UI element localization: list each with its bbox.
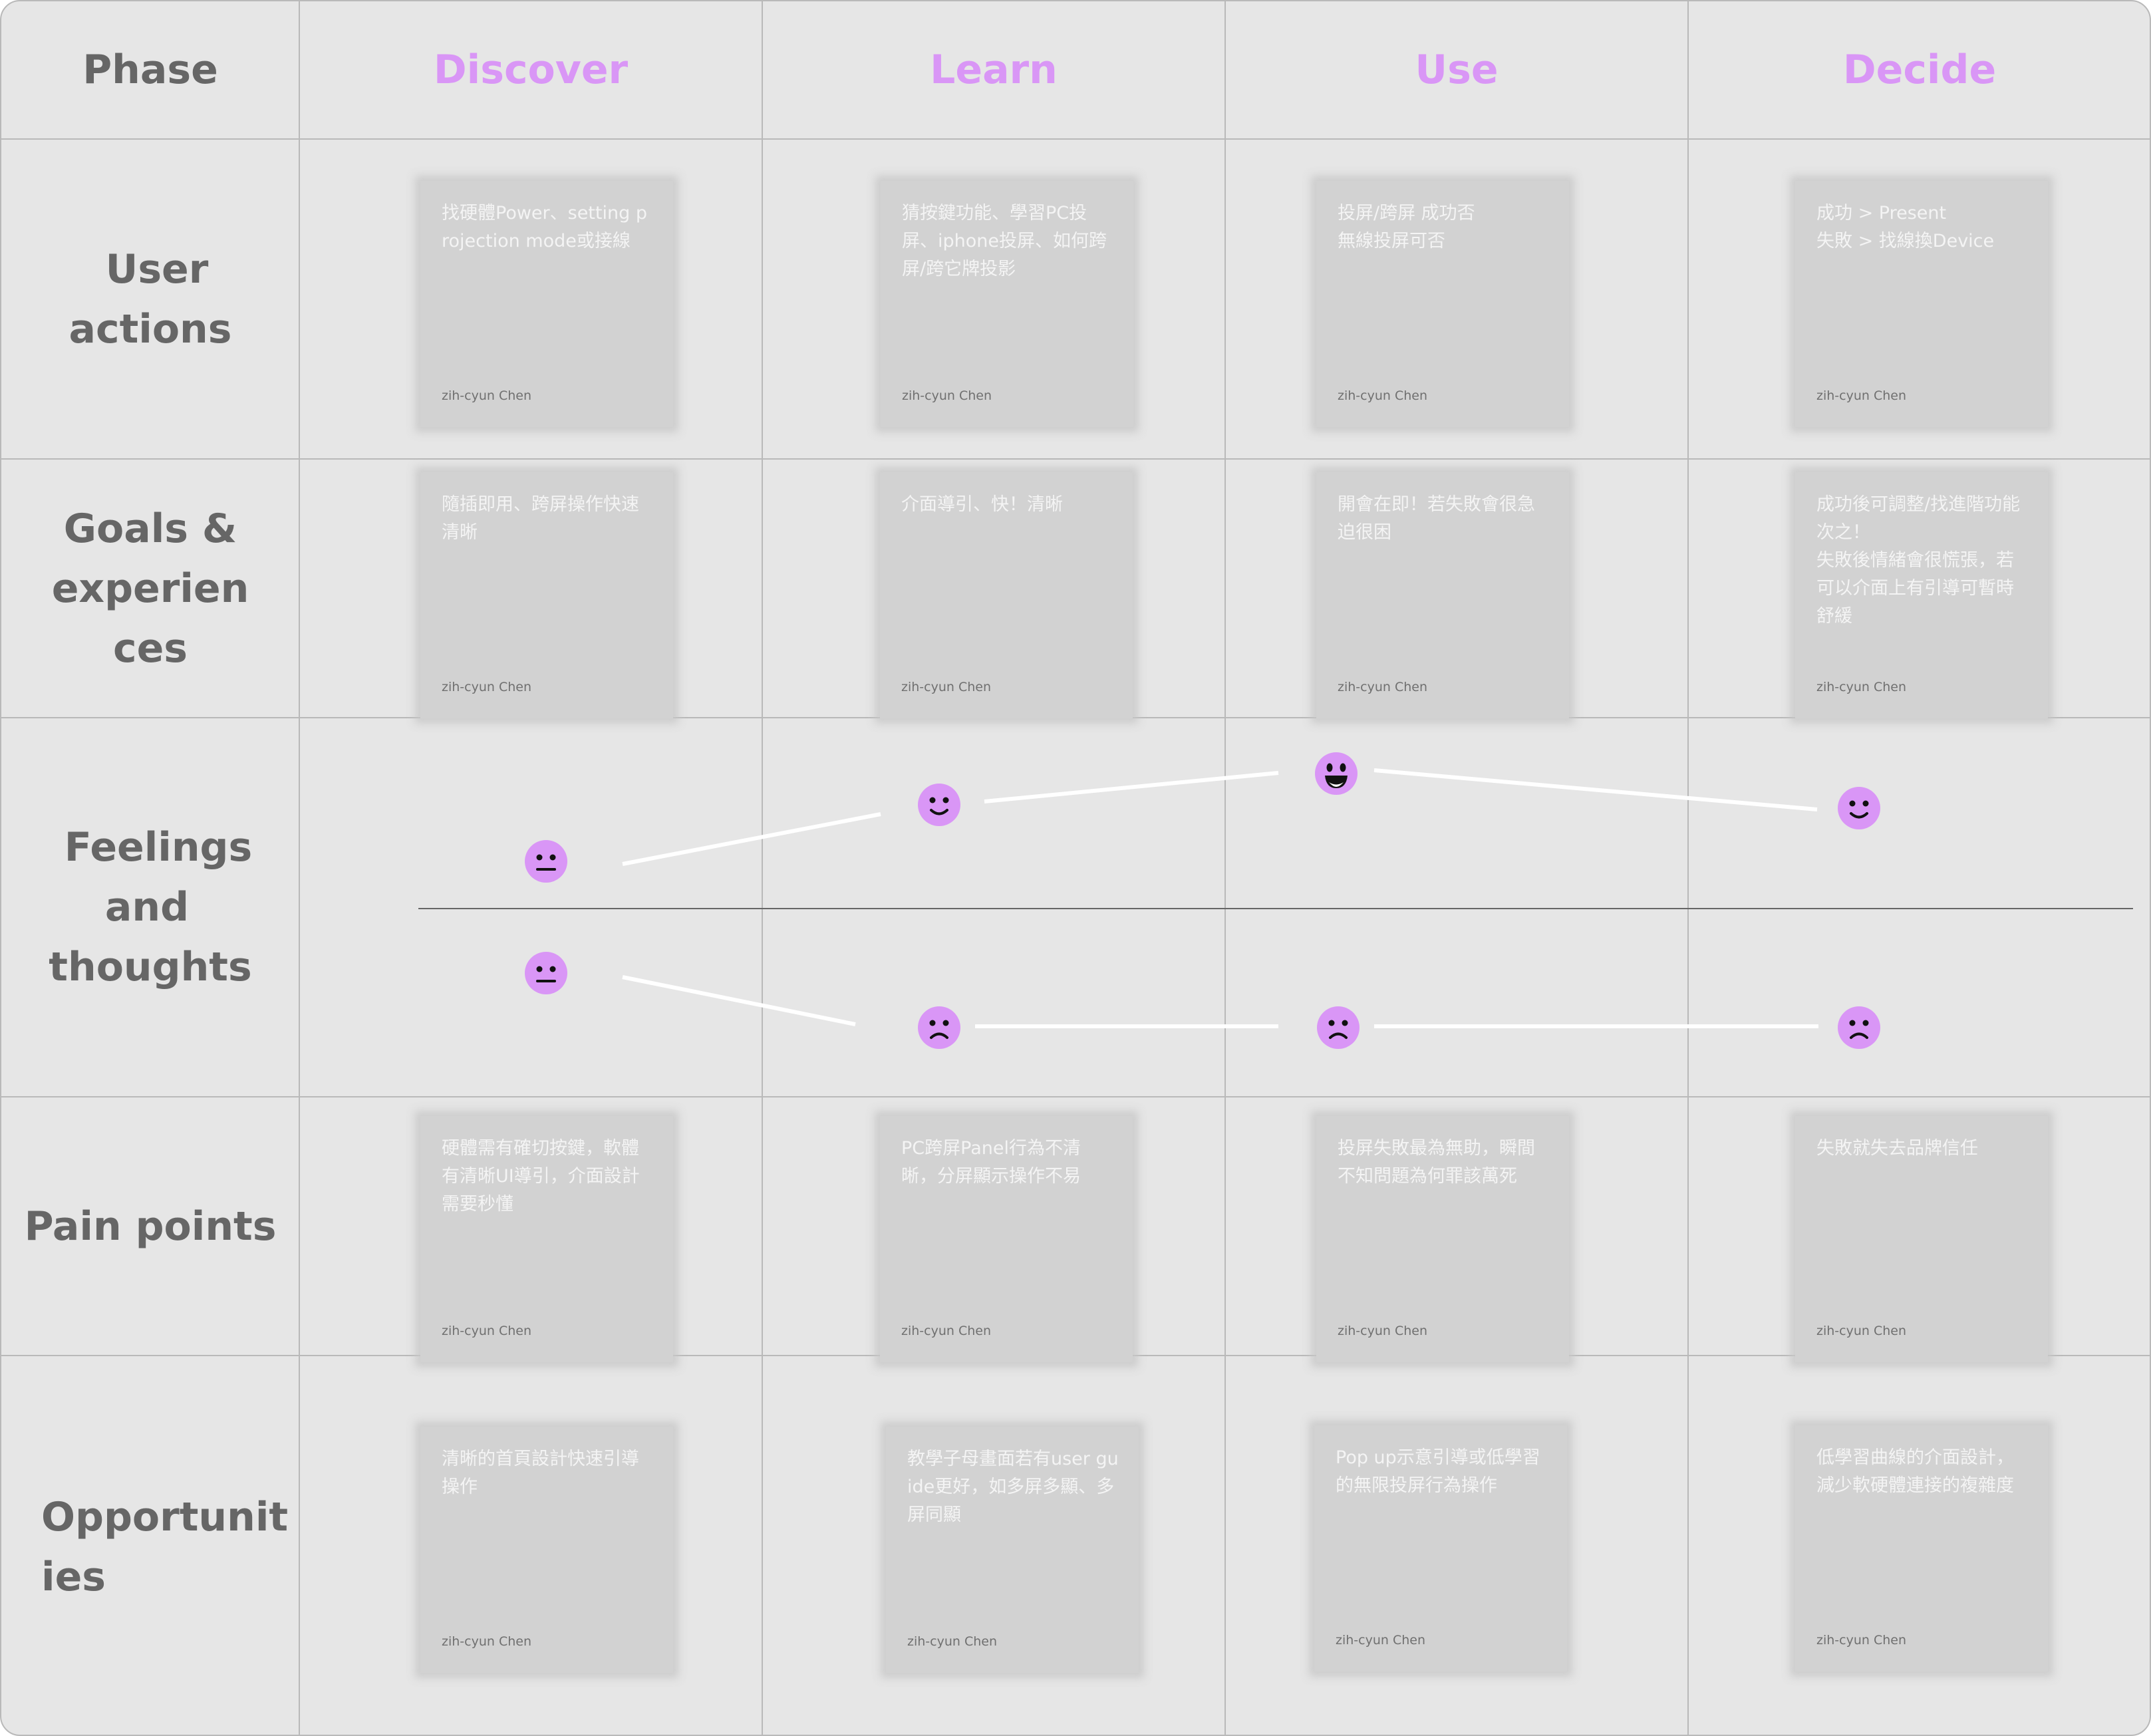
smile-face-icon [918, 784, 960, 826]
phase-use: Use [1415, 47, 1499, 93]
grid-line [1, 138, 2150, 140]
row-label-line: User [105, 245, 209, 293]
sticky-note[interactable]: 找硬體Power、setting projection mode或接線 zih-… [420, 181, 673, 427]
sticky-text: 投屏失敗最為無助，瞬間不知問題為何罪該萬死 [1338, 1138, 1535, 1187]
grid-line [299, 1, 300, 1735]
sticky-note[interactable]: 成功 > Present 失敗 > 找線換Device zih-cyun Che… [1795, 181, 2048, 427]
row-label-line: Feelings [64, 824, 253, 871]
sticky-note[interactable]: 猜按鍵功能、學習PC投屏、iphone投屏、如何跨屏/跨它牌投影 zih-cyu… [881, 181, 1133, 427]
grid-line [1, 1096, 2150, 1097]
sticky-author: zih-cyun Chen [1336, 1633, 1426, 1648]
sticky-note[interactable]: 失敗就失去品牌信任 zih-cyun Chen [1795, 1116, 2048, 1362]
sticky-text: 找硬體Power、setting projection mode或接線 [442, 203, 647, 251]
sticky-text: 成功後可調整/找進階功能次之！ 失敗後情緒會很慌張，若可以介面上有引導可暫時舒緩 [1816, 494, 2021, 627]
phase-discover: Discover [433, 47, 629, 93]
sticky-author: zih-cyun Chen [1816, 1633, 1907, 1648]
sticky-note[interactable]: PC跨屏Panel行為不清晰，分屏顯示操作不易 zih-cyun Chen [880, 1116, 1133, 1362]
sticky-note[interactable]: 隨插即用、跨屏操作快速清晰 zih-cyun Chen [420, 472, 673, 718]
row-label-line: Pain points [24, 1203, 277, 1250]
sticky-text: 教學子母畫面若有user guide更好，如多屏多顯、多屏同顯 [907, 1449, 1119, 1525]
row-label-line: Goals & [63, 505, 237, 552]
row-label-user-actions: User actions [1, 140, 299, 458]
sticky-text: 投屏/跨屏 成功否 無線投屏可否 [1338, 203, 1475, 251]
phase-decide: Decide [1842, 47, 1997, 93]
sticky-author: zih-cyun Chen [442, 1324, 532, 1338]
sticky-note[interactable]: 教學子母畫面若有user guide更好，如多屏多顯、多屏同顯 zih-cyun… [886, 1427, 1139, 1673]
sticky-note[interactable]: 成功後可調整/找進階功能次之！ 失敗後情緒會很慌張，若可以介面上有引導可暫時舒緩… [1795, 472, 2048, 718]
row-label-feelings: Feelings and thoughts [1, 718, 299, 1096]
sticky-author: zih-cyun Chen [907, 1634, 998, 1649]
sticky-author: zih-cyun Chen [1338, 388, 1428, 403]
sticky-author: zih-cyun Chen [902, 388, 992, 403]
row-label-line: ies [41, 1553, 106, 1600]
neutral-face-icon [525, 840, 567, 883]
sticky-author: zih-cyun Chen [442, 388, 532, 403]
phase-label-text: Phase [82, 47, 218, 93]
neutral-face-icon [525, 952, 567, 994]
sticky-text: PC跨屏Panel行為不清晰，分屏顯示操作不易 [901, 1138, 1081, 1187]
sticky-author: zih-cyun Chen [1816, 1324, 1907, 1338]
sticky-note[interactable]: 投屏失敗最為無助，瞬間不知問題為何罪該萬死 zih-cyun Chen [1316, 1116, 1569, 1362]
sticky-text: 失敗就失去品牌信任 [1816, 1138, 1978, 1159]
sticky-author: zih-cyun Chen [442, 680, 532, 694]
grid-line [1, 458, 2150, 460]
grid-line [1687, 1, 1689, 1735]
sticky-author: zih-cyun Chen [901, 680, 992, 694]
row-label-line: thoughts [49, 944, 252, 990]
sticky-author: zih-cyun Chen [1816, 388, 1907, 403]
sticky-note[interactable]: 介面導引、快！清晰 zih-cyun Chen [880, 472, 1133, 718]
phase-label: Phase [1, 1, 299, 138]
success-connector [1373, 768, 1818, 811]
phase-learn: Learn [930, 47, 1058, 93]
sticky-text: Pop up示意引導或低學習的無限投屏行為操作 [1336, 1447, 1540, 1496]
grid-line [762, 1, 763, 1735]
sticky-text: 隨插即用、跨屏操作快速清晰 [442, 494, 639, 543]
sticky-note[interactable]: 開會在即！若失敗會很急迫很困 zih-cyun Chen [1316, 472, 1569, 718]
success-connector [984, 771, 1279, 803]
sticky-text: 成功 > Present 失敗 > 找線換Device [1816, 203, 1995, 251]
failure-connector [622, 975, 856, 1026]
sticky-author: zih-cyun Chen [1816, 680, 1907, 694]
sticky-text: 猜按鍵功能、學習PC投屏、iphone投屏、如何跨屏/跨它牌投影 [902, 203, 1107, 279]
sticky-note[interactable]: 低學習曲線的介面設計，減少軟硬體連接的複雜度 zih-cyun Chen [1795, 1425, 2048, 1671]
row-label-line: ces [113, 625, 188, 672]
success-connector [622, 812, 881, 866]
sticky-author: zih-cyun Chen [442, 1634, 532, 1649]
sticky-text: 清晰的首頁設計快速引導操作 [442, 1449, 639, 1497]
row-label-line: actions [69, 305, 232, 353]
row-label-goals: Goals & experien ces [1, 460, 299, 717]
row-label-line: Opportunit [41, 1493, 289, 1540]
sticky-author: zih-cyun Chen [1338, 680, 1428, 694]
sticky-note[interactable]: 投屏/跨屏 成功否 無線投屏可否 zih-cyun Chen [1316, 181, 1569, 427]
grin-face-icon [1315, 752, 1358, 795]
frown-face-icon [1317, 1006, 1360, 1049]
row-label-opportunities: Opportunit ies [1, 1356, 299, 1735]
sticky-note[interactable]: 清晰的首頁設計快速引導操作 zih-cyun Chen [420, 1427, 673, 1673]
sticky-note[interactable]: Pop up示意引導或低學習的無限投屏行為操作 zih-cyun Chen [1314, 1425, 1567, 1671]
sticky-author: zih-cyun Chen [1338, 1324, 1428, 1338]
sticky-author: zih-cyun Chen [901, 1324, 992, 1338]
row-label-line: and [104, 884, 190, 931]
grid-line [1224, 1, 1226, 1735]
frown-face-icon [918, 1006, 960, 1049]
sticky-text: 低學習曲線的介面設計，減少軟硬體連接的複雜度 [1816, 1447, 2014, 1496]
row-label-line: experien [51, 565, 249, 612]
sticky-note[interactable]: 硬體需有確切按鍵，軟體有清晰UI導引，介面設計需要秒懂 zih-cyun Che… [420, 1116, 673, 1362]
smile-face-icon [1838, 787, 1880, 829]
sticky-text: 介面導引、快！清晰 [901, 494, 1063, 515]
row-label-pain-points: Pain points [1, 1097, 299, 1355]
sticky-text: 硬體需有確切按鍵，軟體有清晰UI導引，介面設計需要秒懂 [442, 1138, 640, 1215]
sticky-text: 開會在即！若失敗會很急迫很困 [1338, 494, 1535, 543]
frown-face-icon [1838, 1006, 1880, 1049]
